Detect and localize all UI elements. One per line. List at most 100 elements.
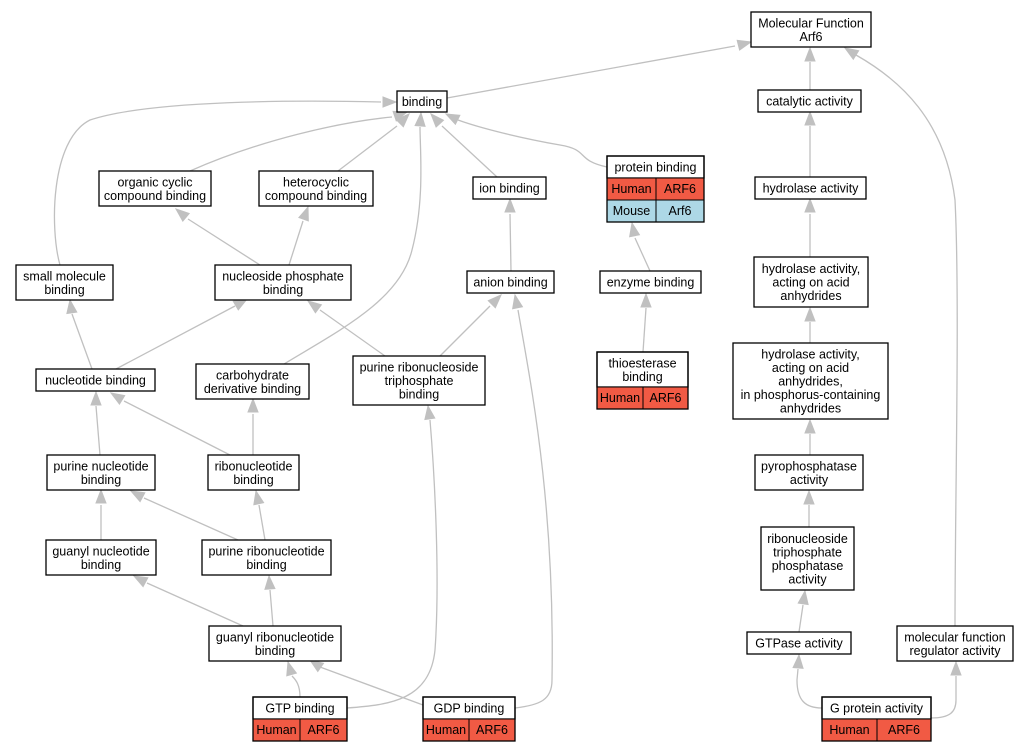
- edge-line: [95, 405, 101, 456]
- go-term-hydrolase-acid[interactable]: hydrolase activity,acting on acidanhydri…: [753, 256, 869, 308]
- term-label-line: purine ribonucleoside: [360, 361, 479, 375]
- edge-line: [446, 45, 736, 99]
- term-label-line: organic cyclic: [117, 175, 192, 189]
- edge-ribonucleotide-to-nucleotide-binding: [109, 392, 231, 456]
- term-label-line: purine ribonucleotide: [208, 544, 324, 558]
- term-label-line: binding: [81, 558, 121, 572]
- arrowhead-icon: [264, 574, 276, 590]
- edge-purine-ribonucleoside-tp-to-nucleoside-phosphate: [306, 300, 386, 357]
- term-label-line: Arf6: [800, 30, 823, 44]
- term-label-line: binding: [233, 473, 273, 487]
- arrowhead-icon: [504, 197, 516, 213]
- edge-gtp-binding-to-purine-ribonucleoside-tp: [346, 404, 438, 709]
- gene-label: ARF6: [308, 723, 340, 737]
- term-box: [195, 363, 310, 400]
- term-label-line: compound binding: [104, 189, 206, 203]
- go-term-gtpase[interactable]: GTPase activity: [746, 631, 852, 655]
- node-outline: [252, 696, 348, 742]
- term-label-line: binding: [399, 388, 439, 402]
- edge-ribonucleoside-tp-phosphatase-to-pyrophosphatase: [803, 489, 815, 527]
- edge-gtp-binding-to-guanyl-ribonucleotide: [286, 660, 301, 698]
- go-term-ribonucleoside-tp-phosphatase[interactable]: ribonucleosidetriphosphatephosphataseact…: [760, 526, 855, 591]
- go-term-enzyme-binding[interactable]: enzyme binding: [599, 270, 702, 294]
- go-term-anion-binding[interactable]: anion binding: [466, 270, 555, 294]
- gene-label: Arf6: [669, 204, 692, 218]
- edge-line: [291, 675, 301, 698]
- arrowhead-icon: [395, 113, 410, 128]
- arrowhead-icon: [444, 113, 461, 126]
- edge-thioesterase-to-enzyme-binding: [640, 292, 652, 353]
- edge-anion-binding-to-ion-binding: [504, 197, 516, 272]
- edge-purine-ribonucleoside-tp-to-anion-binding: [439, 294, 502, 357]
- edge-carbohydrate-to-binding: [283, 111, 426, 365]
- term-box: [754, 454, 864, 491]
- term-label-line: catalytic activity: [766, 95, 854, 109]
- term-label-line: triphosphate: [773, 545, 842, 559]
- edge-catalytic-to-mf-arf6: [804, 46, 816, 90]
- edge-binding-to-mf-arf6: [446, 39, 753, 99]
- gene-label: ARF6: [476, 723, 508, 737]
- node-outline: [606, 155, 705, 223]
- go-term-binding[interactable]: binding: [396, 90, 448, 113]
- edge-guanyl-ribonucleotide-to-purine-ribonucleotide: [264, 574, 276, 627]
- term-box: [732, 342, 889, 420]
- go-term-nucleotide-binding[interactable]: nucleotide binding: [35, 368, 156, 392]
- term-label-line: binding: [402, 95, 442, 109]
- node-outline: [821, 696, 932, 742]
- term-label-line: ribonucleotide: [215, 459, 293, 473]
- arrowhead-icon: [286, 660, 298, 677]
- arrowhead-icon: [803, 489, 815, 505]
- edge-small-molecule-to-binding: [53, 96, 398, 266]
- go-term-ion-binding[interactable]: ion binding: [472, 176, 547, 200]
- arrowhead-icon: [308, 659, 325, 673]
- term-label-line: anhydrides: [780, 402, 841, 416]
- go-term-hydrolase[interactable]: hydrolase activity: [754, 176, 867, 200]
- edge-line: [642, 307, 647, 353]
- arrowhead-icon: [792, 653, 804, 669]
- edge-protein-binding-to-binding: [444, 113, 608, 168]
- term-label-line: GDP binding: [434, 702, 505, 716]
- arrowhead-icon: [804, 418, 816, 434]
- term-label-line: nucleotide binding: [45, 374, 146, 388]
- arrowhead-icon: [382, 96, 398, 108]
- edge-line: [269, 589, 274, 627]
- term-label-line: compound binding: [265, 189, 367, 203]
- edge-hydrolase-acid-to-hydrolase: [804, 197, 816, 257]
- go-term-catalytic[interactable]: catalytic activity: [757, 89, 862, 113]
- arrowhead-icon: [804, 197, 816, 213]
- term-label-line: small molecule: [23, 269, 106, 283]
- edge-line: [319, 309, 386, 357]
- arrowhead-icon: [804, 110, 816, 126]
- edge-line: [258, 504, 266, 541]
- edge-line: [71, 313, 93, 370]
- term-label-line: hydrolase activity,: [762, 262, 860, 276]
- go-term-hydrolase-phosphorus[interactable]: hydrolase activity,acting on acidanhydri…: [732, 342, 889, 420]
- term-box: [98, 170, 212, 207]
- term-box: [757, 89, 862, 113]
- term-box: [208, 625, 342, 662]
- term-label-line: regulator activity: [909, 644, 1001, 658]
- species-label: Mouse: [613, 204, 651, 218]
- term-label-line: pyrophosphatase: [761, 459, 857, 473]
- term-label-line: molecular function: [904, 630, 1005, 644]
- term-box: [46, 454, 156, 491]
